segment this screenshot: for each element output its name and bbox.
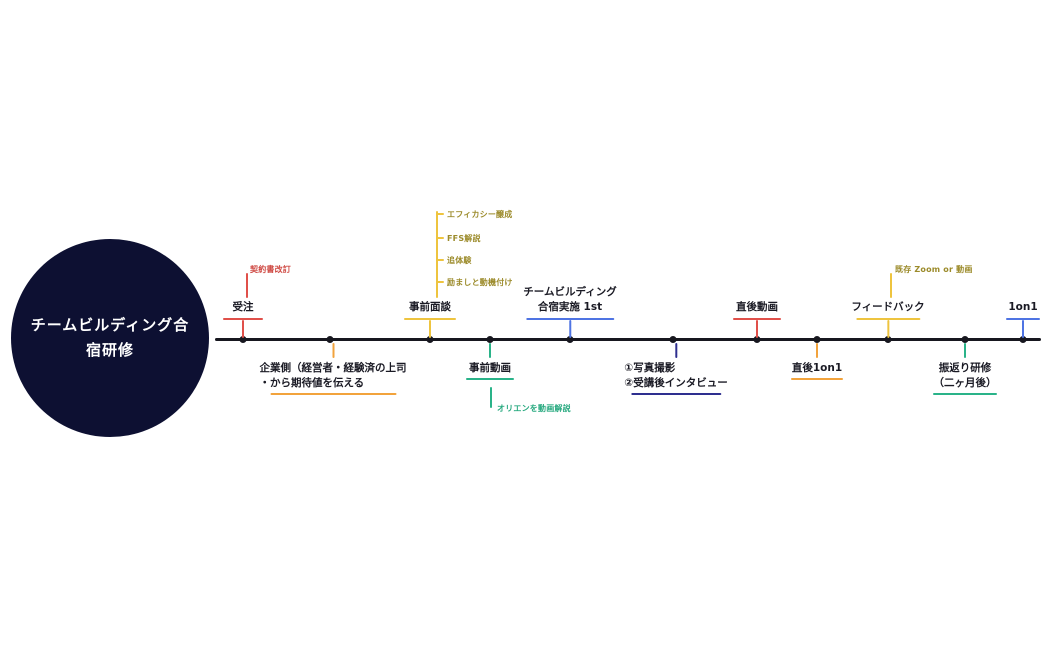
milestone-label: 直後動画 [736, 300, 778, 313]
milestone-stem [332, 343, 334, 358]
annotation-branch-line [437, 213, 444, 215]
milestone-chokugo-doga: 直後動画 [733, 300, 781, 338]
timeline-dot [486, 336, 494, 343]
hub-title: チームビルディング合 宿研修 [30, 316, 190, 359]
milestone-label: チームビルディング 合宿実施 1st [523, 285, 617, 313]
milestone-underline [404, 318, 456, 320]
milestone-stem [756, 320, 758, 338]
milestone-underline [630, 393, 721, 396]
annotation-efficacy-josei: エフィカシー醸成 [447, 210, 513, 219]
timeline-dot [326, 336, 334, 343]
milestone-label: 振返り研修 （二ヶ月後） [933, 362, 997, 390]
milestone-underline [855, 318, 920, 320]
milestone-underline [1006, 318, 1040, 320]
annotation-hagemashi-doukizuke: 励ましと動機付け [447, 278, 513, 287]
milestone-jizen-doga: 事前動画 [466, 343, 514, 381]
milestone-furikaeri-kenshu: 振返り研修 （二ヶ月後） [933, 343, 997, 396]
milestone-stem [964, 343, 966, 358]
milestone-label: 事前面談 [409, 300, 451, 313]
timeline-dot [566, 336, 574, 343]
annotation-branch-line [437, 237, 444, 239]
annotation-ffs-kaisetsu: FFS解説 [447, 234, 481, 243]
milestone-underline [270, 393, 396, 396]
milestone-label: ①写真撮影 ②受講後インタビュー [624, 362, 728, 390]
milestone-underline [466, 378, 514, 381]
milestone-underline [733, 318, 781, 320]
milestone-stem [816, 343, 818, 358]
timeline-dot [813, 336, 821, 343]
milestone-kigyogawa-kitaichi: 企業側（経営者・経験済の上司 ・から期待値を伝える [259, 343, 407, 396]
annotation-connector-line [436, 211, 438, 298]
milestone-underline [791, 378, 843, 381]
milestone-label: フィードバック [851, 300, 925, 313]
milestone-label: 受注 [232, 300, 254, 313]
milestone-stem [674, 343, 677, 358]
annotation-branch-line [437, 259, 444, 261]
milestone-feedback: フィードバック [851, 300, 925, 338]
annotation-keiyakusho-kaitei: 契約書改訂 [250, 265, 291, 274]
timeline-dot [239, 336, 247, 343]
annotation-connector-line [246, 273, 248, 298]
milestone-underline [525, 318, 614, 320]
milestone-jizen-mendan: 事前面談 [404, 300, 456, 338]
milestone-juchu: 受注 [223, 300, 263, 338]
milestone-underline [933, 393, 997, 396]
annotation-connector-line [490, 387, 492, 408]
milestone-stem [242, 320, 244, 338]
milestone-shashin-interview: ①写真撮影 ②受講後インタビュー [624, 343, 728, 396]
hub-circle: チームビルディング合 宿研修 [11, 239, 209, 437]
timeline-dot [1019, 336, 1027, 343]
timeline-dot [669, 336, 677, 343]
timeline-dot [961, 336, 969, 343]
milestone-stem [489, 343, 491, 358]
milestone-label: 直後1on1 [791, 362, 843, 374]
annotation-tsuitaiken: 追体験 [447, 256, 472, 265]
milestone-underline [223, 318, 263, 320]
timeline-dot [884, 336, 892, 343]
milestone-stem [429, 320, 431, 338]
timeline-dot [426, 336, 434, 343]
annotation-connector-line [890, 273, 892, 298]
annotation-kizon-zoom-doga: 既存 Zoom or 動画 [895, 265, 973, 274]
milestone-gasshuku-jisshi-1st: チームビルディング 合宿実施 1st [523, 285, 617, 338]
milestone-stem [568, 320, 571, 338]
annotation-branch-line [437, 281, 444, 283]
timeline-dot [753, 336, 761, 343]
milestone-chokugo-1on1: 直後1on1 [791, 343, 843, 381]
timeline-line [215, 338, 1041, 341]
milestone-1on1: 1on1 [1006, 300, 1040, 338]
milestone-stem [886, 320, 889, 338]
milestone-stem [1022, 320, 1024, 338]
milestone-label: 1on1 [1008, 300, 1038, 313]
milestone-label: 企業側（経営者・経験済の上司 ・から期待値を伝える [259, 362, 407, 390]
annotation-orien-doga-kaisetsu: オリエンを動画解説 [497, 404, 571, 413]
milestone-label: 事前動画 [469, 362, 511, 374]
